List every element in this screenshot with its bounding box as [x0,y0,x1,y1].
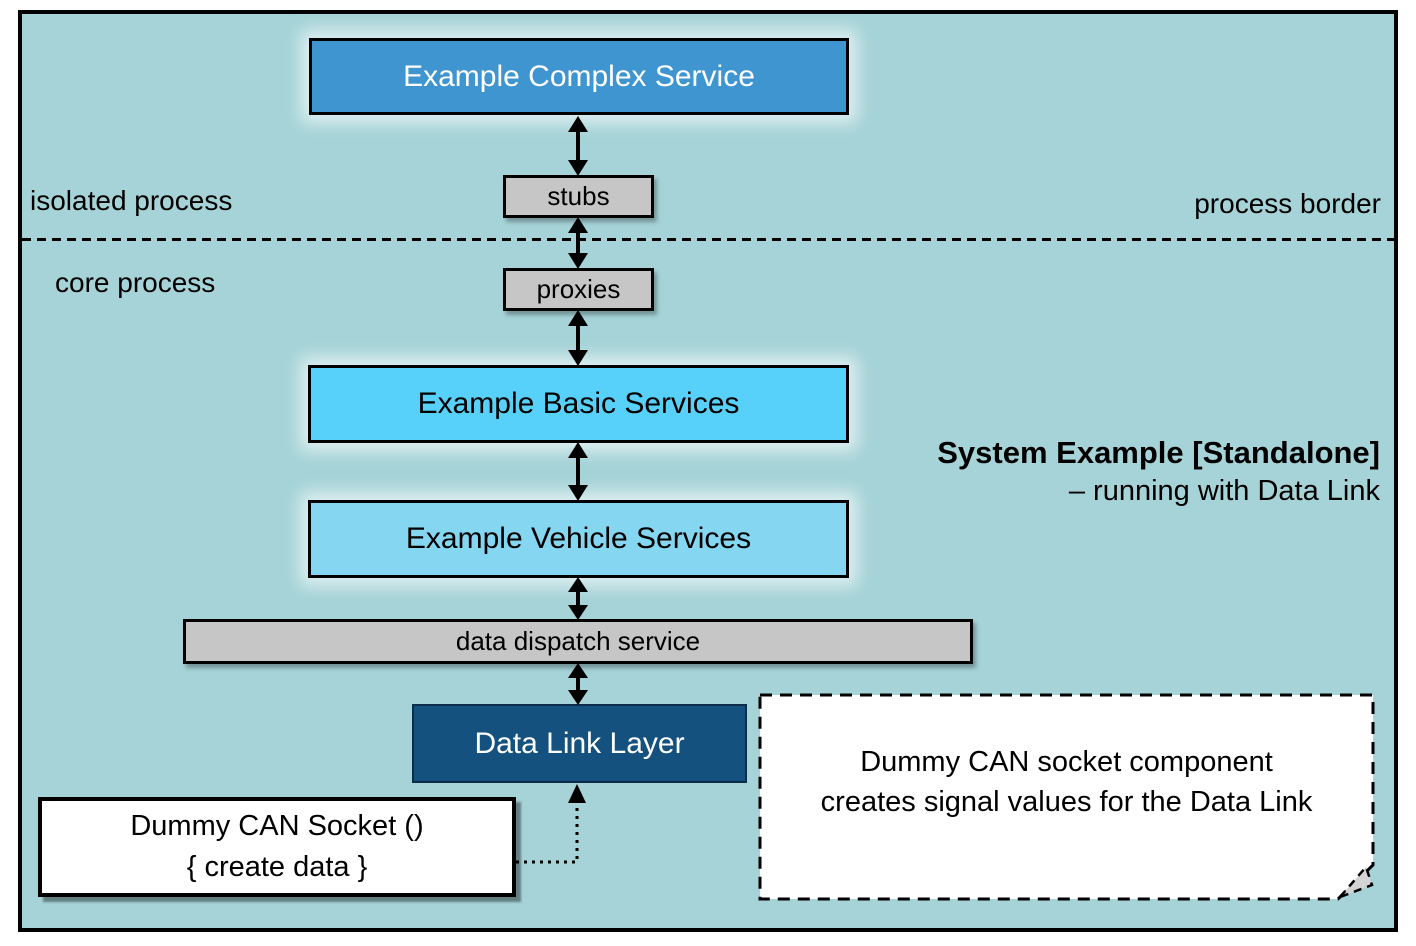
system-caption-title: System Example [Standalone] [937,435,1380,470]
system-caption: System Example [Standalone] – running wi… [937,434,1380,510]
box-dummy-can-socket: Dummy CAN Socket () { create data } [38,797,516,897]
box-example-complex-service: Example Complex Service [309,38,849,115]
note-box [758,693,1375,901]
dotted-arrow-dummy-to-datalink-icon [516,784,586,864]
note-folded-corner-icon [1339,864,1374,899]
dummy-can-socket-line2: { create data } [186,851,368,883]
arrow-stubs-to-proxies-icon [568,217,588,269]
arrow-vehicle-to-dispatch-icon [568,577,588,620]
box-proxies: proxies [503,268,654,311]
note-text: Dummy CAN socket component creates signa… [760,742,1373,822]
process-border-label: process border [1194,188,1381,219]
box-data-link-layer: Data Link Layer [412,704,747,783]
arrow-complex-to-stubs-icon [568,116,588,176]
note-line2: creates signal values for the Data Link [820,786,1313,818]
process-border-line [22,238,1394,241]
arrow-proxies-to-basic-icon [568,310,588,366]
box-example-vehicle-services: Example Vehicle Services [308,500,849,578]
box-example-basic-services: Example Basic Services [308,365,849,443]
dummy-can-socket-line1: Dummy CAN Socket () [130,810,424,842]
core-process-label: core process [55,267,216,298]
system-caption-subtitle: – running with Data Link [1068,475,1380,507]
box-stubs: stubs [503,175,654,218]
note-line1: Dummy CAN socket component [860,746,1273,778]
isolated-process-label: isolated process [30,185,233,216]
box-data-dispatch-service: data dispatch service [183,619,973,664]
arrow-basic-to-vehicle-icon [568,442,588,501]
arrow-dispatch-to-datalink-icon [568,663,588,705]
